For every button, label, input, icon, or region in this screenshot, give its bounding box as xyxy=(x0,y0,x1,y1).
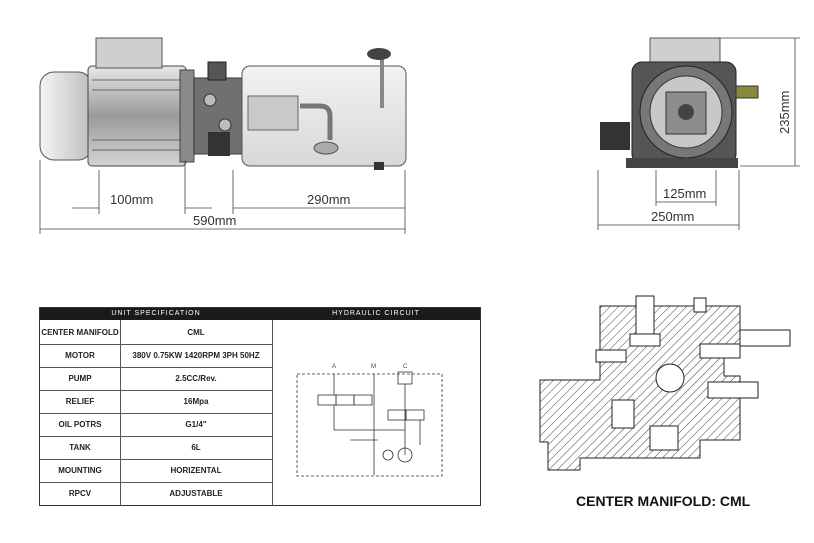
spec-label: CENTER MANIFOLD xyxy=(41,328,119,337)
spec-value: 2.5CC/Rev. xyxy=(175,374,217,383)
spec-value: 380V 0.75KW 1420RPM 3PH 50HZ xyxy=(132,351,260,360)
dim-250: 250mm xyxy=(651,209,695,224)
spec-value: 16Mpa xyxy=(183,397,209,406)
center-manifold-side xyxy=(193,61,243,156)
spec-label: PUMP xyxy=(68,374,92,383)
spec-value: CML xyxy=(187,328,205,337)
table-divider xyxy=(40,344,272,345)
dim-235: 235mm xyxy=(777,90,792,134)
spec-table: UNIT SPECIFICATION HYDRAULIC CIRCUIT CEN… xyxy=(39,307,481,506)
spec-label: OIL POTRS xyxy=(58,420,102,429)
table-divider xyxy=(40,482,272,483)
table-divider xyxy=(272,320,273,506)
oil-tank xyxy=(241,48,407,170)
motor-body xyxy=(87,37,195,167)
side-dimension-lines xyxy=(39,160,406,234)
circuit-port-a: A xyxy=(332,364,337,370)
circuit-port-c: C xyxy=(403,364,408,370)
spec-header: UNIT SPECIFICATION xyxy=(40,308,272,320)
table-divider xyxy=(40,413,272,414)
motor-end-cap xyxy=(39,71,93,161)
end-view-drawing xyxy=(600,37,759,168)
dim-590: 590mm xyxy=(193,213,237,228)
spec-value: ADJUSTABLE xyxy=(169,489,223,498)
spec-value: G1/4" xyxy=(185,420,207,429)
table-divider xyxy=(40,459,272,460)
hydraulic-circuit xyxy=(296,371,443,477)
table-divider xyxy=(40,436,272,437)
spec-value: 6L xyxy=(191,443,201,452)
end-dimension-lines xyxy=(597,37,800,230)
spec-label: RELIEF xyxy=(65,397,95,406)
center-manifold-section xyxy=(539,295,791,471)
dim-100: 100mm xyxy=(110,192,154,207)
spec-label: TANK xyxy=(69,443,91,452)
table-divider xyxy=(40,390,272,391)
spec-value: HORIZENTAL xyxy=(170,466,222,475)
manifold-caption: CENTER MANIFOLD: CML xyxy=(576,493,751,509)
table-divider xyxy=(40,367,272,368)
spec-label: MOUNTING xyxy=(58,466,102,475)
circuit-header: HYDRAULIC CIRCUIT xyxy=(272,308,480,320)
dim-290: 290mm xyxy=(307,192,351,207)
spec-label: MOTOR xyxy=(65,351,95,360)
spec-label: RPCV xyxy=(68,489,92,498)
dim-125: 125mm xyxy=(663,186,707,201)
circuit-port-m: M xyxy=(371,364,376,370)
